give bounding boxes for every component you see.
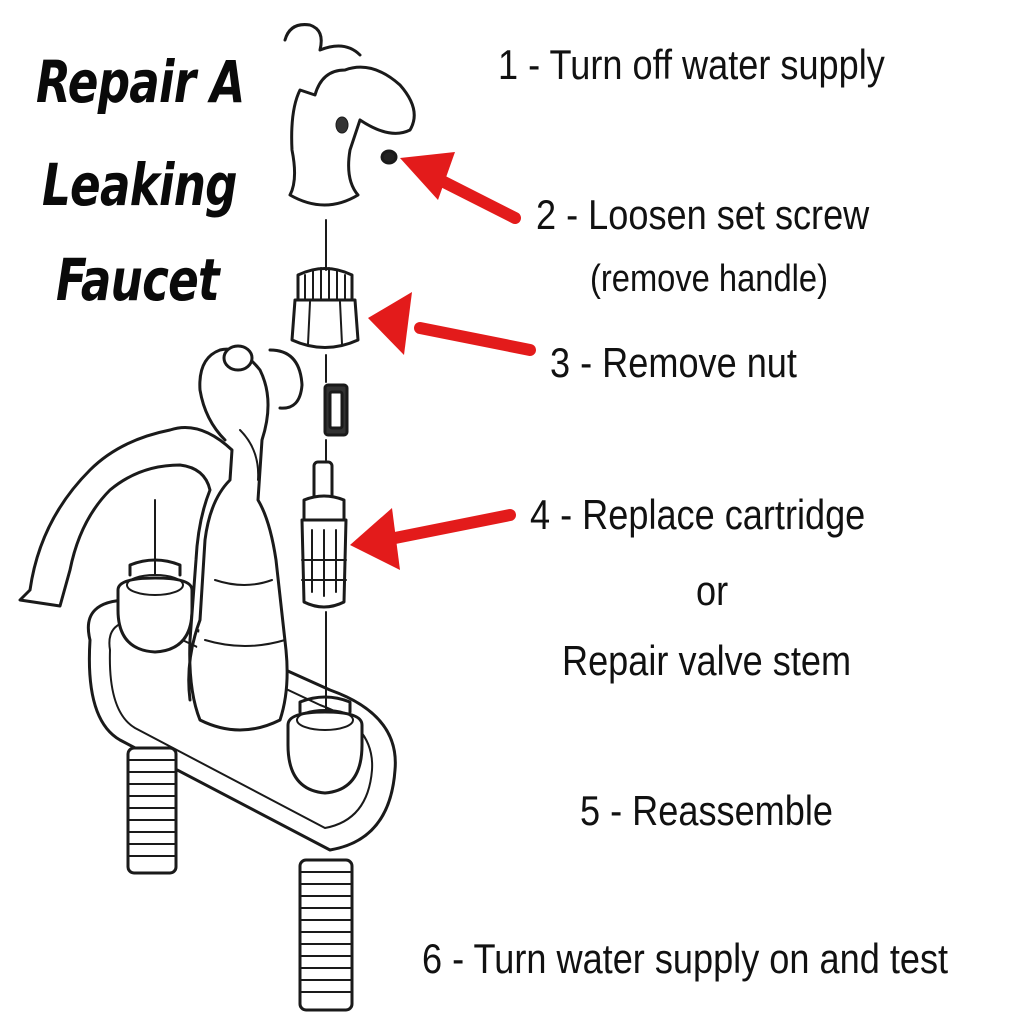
bonnet-nut [290, 267, 360, 349]
step-4-alternative: Repair valve stem [562, 637, 852, 684]
faucet-handle [283, 23, 416, 207]
retaining-clip [323, 383, 349, 437]
step-6: 6 - Turn water supply on and test [422, 935, 949, 982]
step-3: 3 - Remove nut [550, 339, 797, 386]
step-2-subtitle: (remove handle) [590, 258, 828, 300]
arrow-to-bonnet-nut [368, 292, 536, 356]
threaded-shank-right [298, 858, 354, 1012]
title-line-1: Repair A [36, 48, 245, 116]
red-arrows [350, 152, 536, 570]
step-5: 5 - Reassemble [580, 787, 833, 834]
arrow-to-cartridge [350, 508, 516, 570]
title-line-2: Leaking [42, 151, 238, 219]
step-1: 1 - Turn off water supply [498, 41, 885, 88]
step-4-or: or [696, 567, 729, 614]
title-line-3: Faucet [56, 246, 220, 314]
set-screw [380, 149, 398, 165]
faucet-spout [18, 344, 304, 732]
faucet-cartridge [300, 460, 348, 609]
arrow-to-set-screw [400, 152, 521, 224]
step-4: 4 - Replace cartridge [530, 491, 866, 538]
step-2: 2 - Loosen set screw [536, 191, 870, 238]
threaded-shank-left [126, 746, 178, 875]
